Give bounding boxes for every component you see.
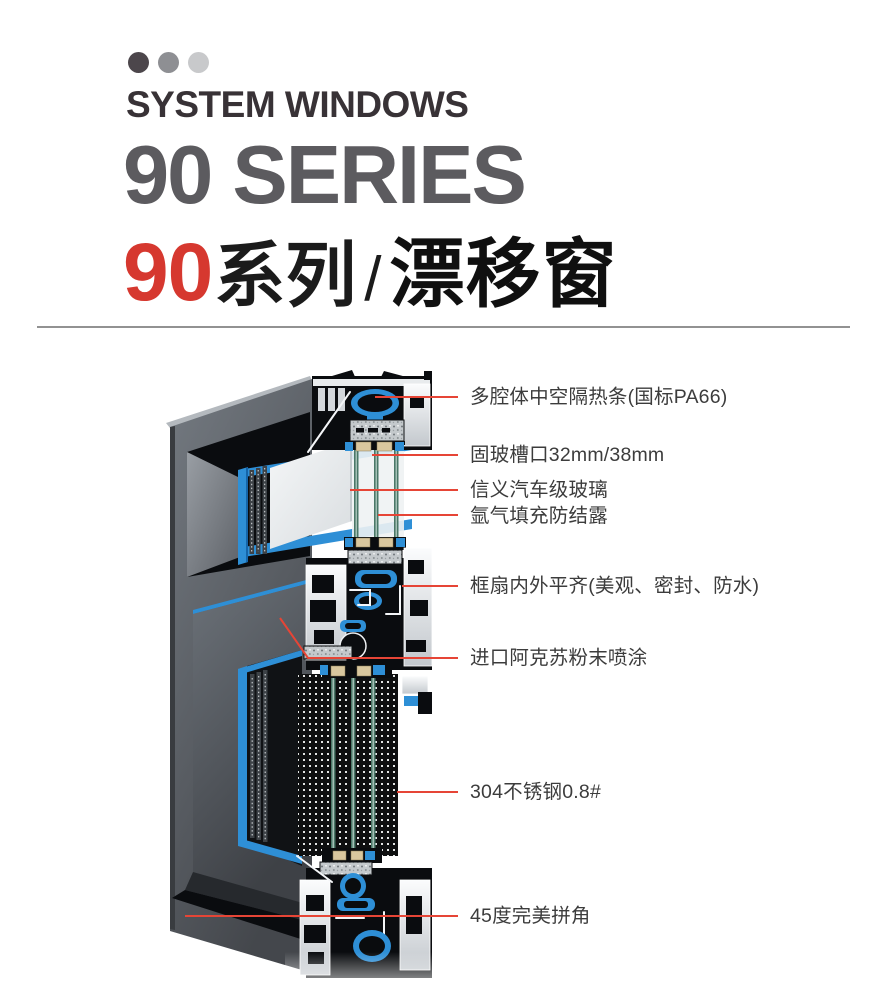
decorative-dots	[128, 52, 209, 73]
dot-light	[188, 52, 209, 73]
dot-dark	[128, 52, 149, 73]
eyebrow-title: SYSTEM WINDOWS	[126, 84, 469, 125]
head-profile-section	[312, 370, 432, 452]
bottom-fade	[285, 952, 435, 1006]
glass-panes	[331, 446, 404, 862]
callout-argon-fill: 氩气填充防结露	[470, 505, 608, 527]
sash-glazing-recess	[238, 650, 302, 866]
slash-separator: /	[364, 245, 382, 314]
callout-glazing-groove: 固玻槽口32mm/38mm	[470, 444, 665, 466]
series-number: 90	[123, 227, 213, 318]
callout-thermal-strip: 多腔体中空隔热条(国标PA66)	[470, 386, 728, 408]
profile-detail-bits	[401, 675, 432, 714]
series-title-cn: 90 系列 / 漂移窗	[123, 213, 617, 322]
callout-flush-frame: 框扇内外平齐(美观、密封、防水)	[470, 575, 760, 597]
callout-stainless-steel: 304不锈钢0.8#	[470, 781, 601, 803]
leader-lines	[185, 396, 458, 917]
divider-line	[37, 326, 850, 328]
callout-miter-joint: 45度完美拼角	[470, 905, 591, 927]
transom-profile-section	[303, 537, 433, 678]
callout-powder-coating: 进口阿克苏粉末喷涂	[470, 647, 648, 669]
series-word: 系列	[214, 237, 357, 316]
cut-seams	[296, 391, 351, 883]
series-title-en: 90 SERIES	[123, 128, 527, 221]
product-name: 漂移窗	[389, 232, 618, 316]
dot-medium	[158, 52, 179, 73]
callout-glass: 信义汽车级玻璃	[470, 479, 608, 501]
insect-screen-mesh	[298, 674, 398, 856]
